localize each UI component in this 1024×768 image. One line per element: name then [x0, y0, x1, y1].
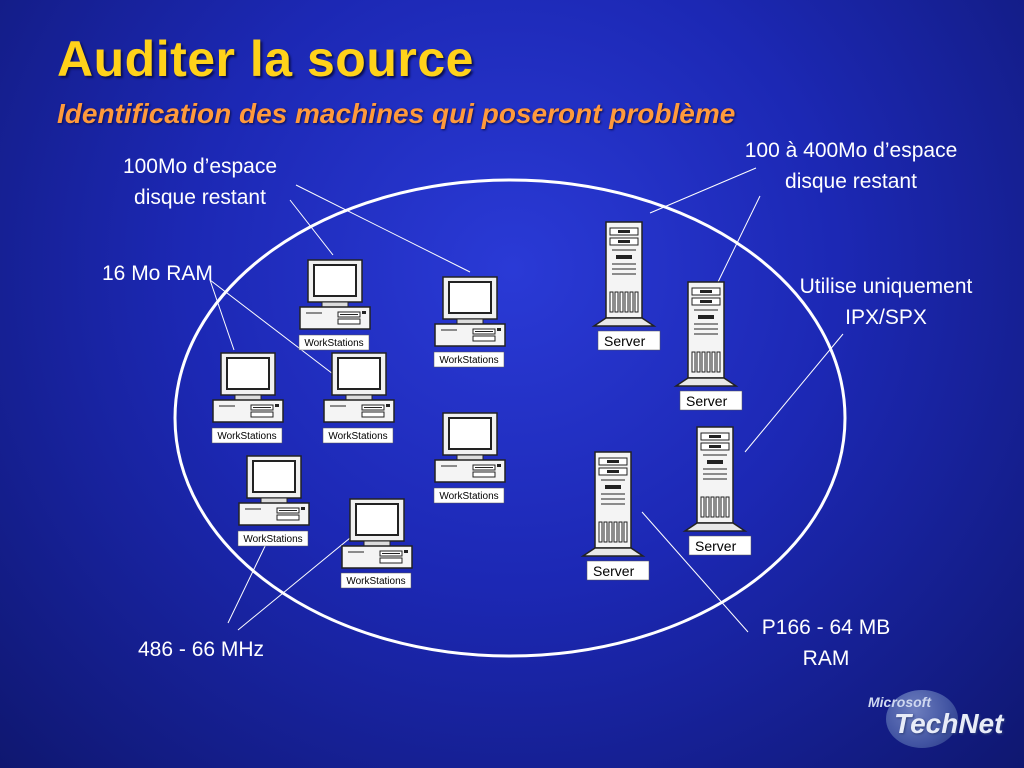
annotation-disk-workstations: 100Mo d’espace disque restant — [100, 151, 300, 213]
annotation-disk-servers: 100 à 400Mo d’espace disque restant — [716, 135, 986, 197]
workstation-5: WorkStations — [433, 412, 506, 504]
technet-logo: Microsoft TechNet — [860, 688, 1010, 752]
workstation-label: WorkStations — [439, 491, 498, 502]
slide-subtitle: Identification des machines qui poseront… — [57, 98, 736, 129]
server-label: Server — [695, 538, 737, 554]
network-boundary — [173, 178, 847, 658]
workstation-label: WorkStations — [243, 534, 302, 545]
server-1: Server — [593, 221, 661, 351]
workstation-label: WorkStations — [439, 355, 498, 366]
annotation-line: P166 - 64 MB — [761, 616, 891, 639]
server-label: Server — [593, 563, 635, 579]
workstation-label: WorkStations — [217, 431, 276, 442]
annotation-line: disque restant — [134, 186, 266, 209]
workstation-4: WorkStations — [322, 352, 395, 444]
annotation-line: 100 à 400Mo d’espace — [744, 139, 958, 162]
workstation-3: WorkStations — [211, 352, 284, 444]
workstation-label: WorkStations — [346, 576, 405, 587]
workstation-label: WorkStations — [328, 431, 387, 442]
workstation-2: WorkStations — [433, 276, 506, 368]
logo-disc-icon — [886, 690, 958, 748]
annotation-cpu-servers: P166 - 64 MB RAM — [735, 612, 917, 674]
annotation-cpu-workstations: 486 - 66 MHz — [138, 638, 265, 661]
annotation-line: 100Mo d’espace — [122, 155, 278, 178]
slide-title: Auditer la source — [57, 31, 474, 87]
logo-brand: Microsoft — [868, 694, 931, 710]
server-4: Server — [582, 451, 650, 581]
logo-product: TechNet — [894, 708, 1004, 739]
callout-lines — [209, 167, 844, 633]
workstation-6: WorkStations — [237, 455, 310, 547]
annotation-protocol: Utilise uniquement IPX/SPX — [776, 271, 996, 333]
server-label: Server — [686, 393, 728, 409]
server-3: Server — [684, 426, 752, 556]
workstation-label: WorkStations — [304, 338, 363, 349]
annotation-line: Utilise uniquement — [799, 275, 973, 298]
annotation-ram-workstations: 16 Mo RAM — [102, 262, 213, 285]
annotation-line: disque restant — [785, 170, 917, 193]
annotation-line: IPX/SPX — [845, 306, 927, 329]
annotation-line: RAM — [802, 647, 850, 670]
server-2: Server — [675, 281, 743, 411]
workstation-7: WorkStations — [340, 498, 413, 589]
server-label: Server — [604, 333, 646, 349]
workstation-1: WorkStations — [298, 259, 371, 351]
